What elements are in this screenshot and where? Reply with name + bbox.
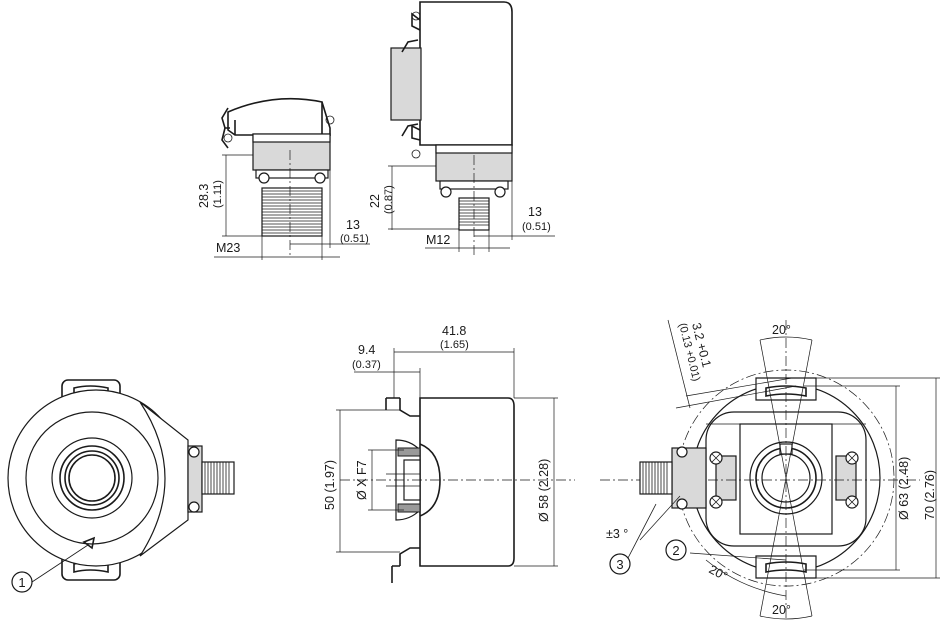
depth-in-label: (1.65) <box>440 339 469 351</box>
offset-mm-label: 13 <box>528 205 542 219</box>
thread-lines <box>262 190 322 234</box>
depth-mm-label: 41.8 <box>442 324 466 338</box>
height-mm-label: 22 <box>368 194 382 208</box>
body-dia-label: Ø 58 (2.28) <box>537 459 551 522</box>
top-left-view: 28.3 (1.11) M23 13 (0.51) <box>197 97 370 260</box>
callout-1-number: 1 <box>18 575 25 590</box>
thread-label: M23 <box>216 241 240 255</box>
offset-in-label: (0.51) <box>340 233 369 245</box>
tolerance-label: ±3 ° <box>606 527 628 541</box>
callout-1: 1 <box>11 571 33 593</box>
slot-angle-bottom-label: 20° <box>772 603 791 617</box>
bottom-left-view <box>7 379 235 583</box>
shaft-height-label: 50 (1.97) <box>323 460 337 510</box>
thread-lines <box>204 462 230 494</box>
thread-label: M12 <box>426 233 450 247</box>
offset-in-label: (0.51) <box>522 221 551 233</box>
height-in-label: (1.11) <box>212 180 224 208</box>
height-in-label: (0.87) <box>383 185 395 214</box>
overall-height-label: 70 (2.76) <box>923 470 937 520</box>
callout-2-number: 2 <box>672 543 679 558</box>
slot-angle-side-label: 20° <box>707 562 730 583</box>
offset-mm-label: 13 <box>346 218 360 232</box>
top-right-view: 22 (0.87) M12 13 (0.51) <box>368 1 555 256</box>
bore-label: Ø X F7 <box>355 460 369 500</box>
bottom-middle-view: 41.8 (1.65) 9.4 (0.37) 50 (1.97) Ø X F7 … <box>323 324 575 583</box>
flange-mm-label: 9.4 <box>358 343 375 357</box>
callout-3: 3 <box>609 503 657 575</box>
callout-2: 2 <box>665 539 687 561</box>
slot-angle-top-label: 20° <box>772 323 791 337</box>
hole-circle-label: Ø 63 (2.48) <box>897 457 911 520</box>
bottom-right-view: 20° 20° 20° 3.2 +0.1 (0.13 +0.01) Ø 63 (… <box>600 319 940 620</box>
flange-in-label: (0.37) <box>352 359 381 371</box>
callout-3-number: 3 <box>616 557 623 572</box>
thread-lines <box>642 462 668 494</box>
screws <box>709 451 859 509</box>
height-mm-label: 28.3 <box>197 184 211 208</box>
